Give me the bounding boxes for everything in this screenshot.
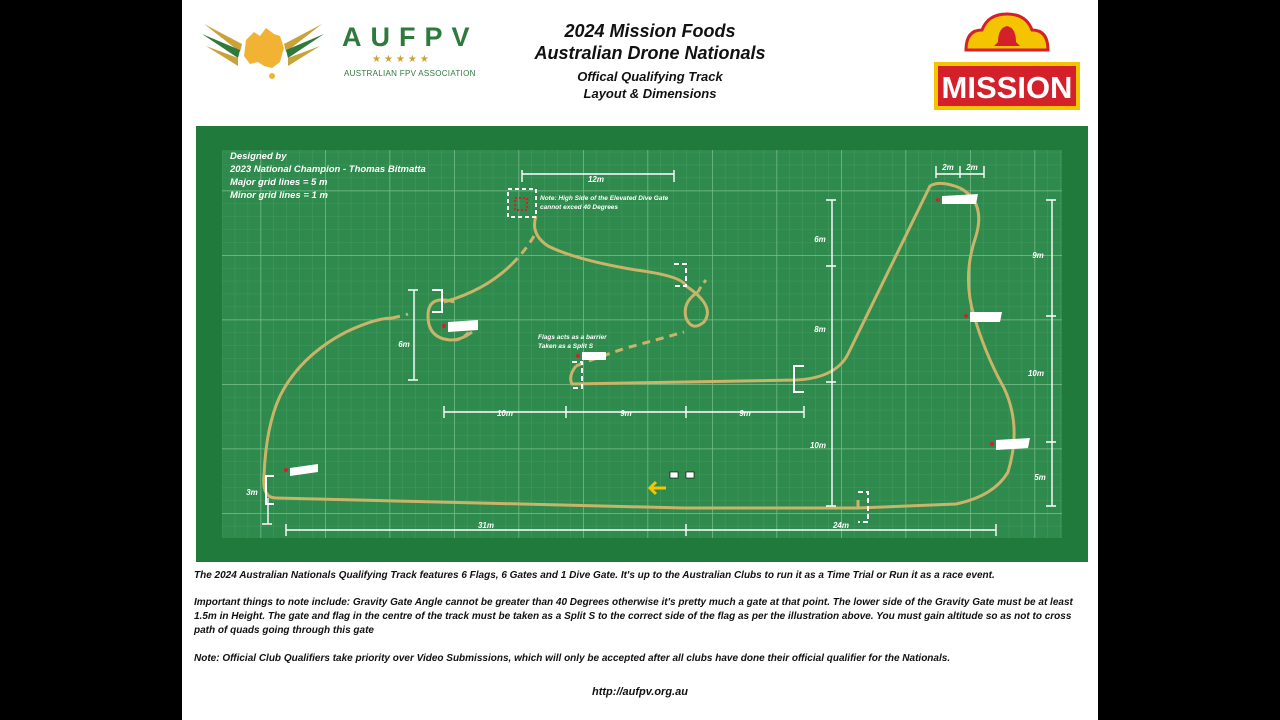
dim-6m-right: 6m xyxy=(814,235,826,244)
mission-logo: MISSION xyxy=(934,12,1080,110)
track-map: Designed by 2023 National Champion - Tho… xyxy=(196,126,1088,562)
dim-8m: 8m xyxy=(814,325,826,334)
credit-line-3: Major grid lines = 5 m xyxy=(230,177,328,188)
dim-12m: 12m xyxy=(588,175,604,184)
flag-1 xyxy=(936,194,978,204)
dive-gate-note-2: cannot exced 40 Degrees xyxy=(540,204,618,211)
website-link[interactable]: http://aufpv.org.au xyxy=(592,686,688,698)
aufpv-logo xyxy=(202,18,482,88)
start-finish-flags-icon xyxy=(669,471,695,479)
dim-2m-a: 2m xyxy=(941,163,954,172)
footer-paragraph-3: Note: Official Club Qualifiers take prio… xyxy=(194,653,951,664)
dim-9m-b: 9m xyxy=(739,409,751,418)
bell-icon xyxy=(994,26,1020,46)
gate-4 xyxy=(793,365,804,393)
dim-6m-left: 6m xyxy=(398,340,410,349)
dim-10m-right: 10m xyxy=(1028,369,1044,378)
flag-3 xyxy=(990,438,1030,450)
flags xyxy=(284,194,1030,476)
gate-2 xyxy=(674,263,687,287)
flag-5 xyxy=(576,352,606,360)
credit-line-4: Minor grid lines = 1 m xyxy=(230,190,328,201)
credit-line-2: 2023 National Champion - Thomas Bitmatta xyxy=(229,164,426,175)
gates xyxy=(265,188,869,523)
dim-5m: 5m xyxy=(1034,473,1046,482)
dim-3m: 3m xyxy=(246,488,258,497)
flag-note-2: Taken as a Split S xyxy=(538,343,594,350)
title-block: 2024 Mission Foods Australian Drone Nati… xyxy=(482,20,818,102)
dim-10m-bottom: 10m xyxy=(497,409,513,418)
gate-3 xyxy=(572,361,583,389)
flag-note: Flags acts as a barrier xyxy=(538,334,607,341)
org-subtitle: AUSTRALIAN FPV ASSOCIATION xyxy=(344,69,476,78)
flag-6 xyxy=(284,464,318,476)
flag-4 xyxy=(442,320,478,332)
org-stars: ★★★★★ xyxy=(372,54,432,65)
dim-31m: 31m xyxy=(478,521,494,530)
gate-5 xyxy=(265,475,274,505)
title-line-4: Layout & Dimensions xyxy=(583,86,717,101)
dive-gate xyxy=(507,188,537,218)
wings-australia-icon xyxy=(202,24,324,79)
title-line-1: 2024 Mission Foods xyxy=(564,21,736,41)
dimension-lines xyxy=(262,166,1056,536)
gate-6 xyxy=(858,491,869,523)
dim-9m-a: 9m xyxy=(620,409,632,418)
track-svg: Designed by 2023 National Champion - Tho… xyxy=(222,150,1062,538)
credit-line-1: Designed by xyxy=(230,151,287,162)
org-name: AUFPV xyxy=(342,22,479,52)
page: AUFPV ★★★★★ AUSTRALIAN FPV ASSOCIATION 2… xyxy=(182,0,1098,720)
footer-paragraph-1: The 2024 Australian Nationals Qualifying… xyxy=(194,570,995,581)
flag-2 xyxy=(964,312,1002,322)
title-line-3: Offical Qualifying Track xyxy=(577,69,723,84)
title-line-2: Australian Drone Nationals xyxy=(534,43,766,63)
dim-9m-right: 9m xyxy=(1032,251,1044,260)
dim-2m-b: 2m xyxy=(965,163,978,172)
dive-gate-note: Note: High Side of the Elevated Dive Gat… xyxy=(540,195,669,202)
footer-paragraph-2: Important things to note include: Gravit… xyxy=(194,597,1073,636)
direction-arrow-icon xyxy=(647,480,666,496)
dim-24m: 24m xyxy=(832,521,849,530)
sponsor-name: MISSION xyxy=(942,70,1073,105)
dim-10m-mid: 10m xyxy=(810,441,826,450)
gate-1 xyxy=(432,289,443,313)
